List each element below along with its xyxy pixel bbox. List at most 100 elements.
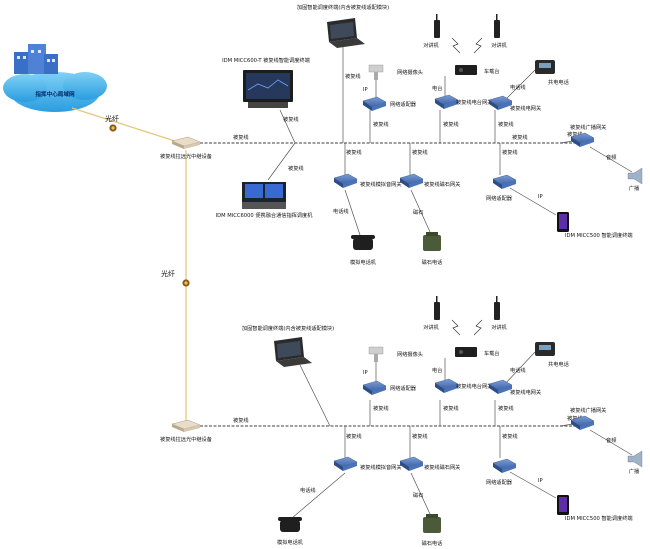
ip-adapter-label: 网络适配器 [390,100,417,108]
link-label: 磁石 [413,491,423,499]
bus-label: 被复线 [373,404,389,412]
section-2: 被复线拉远光中继设备 被复线 被复线 被复线 被复线 被复线 被复线 被复线 被… [160,296,643,547]
gateway-device [492,174,517,190]
ip-adapter-label: 网络适配器 [390,384,417,392]
connection-line [279,109,296,144]
analog-phone-label: 模拟电话机 [277,538,304,546]
laptop-label: 加固智能调度终端(内含被复线适配模块) [297,3,389,11]
rugged-laptop-icon [274,337,312,367]
radio-gw-label: 被复线电台网关 [456,382,492,390]
car-radio-icon [455,347,477,357]
analog-gw-label: 被复线模拟音网关 [360,463,402,471]
radio-label: 对讲机 [491,41,507,49]
gateway-device [488,95,513,111]
connection-line [504,351,536,385]
bus-label: 被复线 [502,432,518,440]
bus-label: 被复线 [233,133,249,141]
camera-icon [368,346,384,362]
console-label: IDM MICC6000 便携融合通信指挥调度机 [216,211,314,219]
tablet-icon [557,212,569,232]
bcast-gw-label: 被复线广播网关 [570,406,606,414]
bus-label: 被复线 [512,133,528,141]
link-label: 电话线 [300,486,316,494]
fiber-label: 光纤 [161,269,175,278]
camera-icon [368,64,384,80]
bcast-gw-label: 被复线广播网关 [570,123,606,131]
link-label: 磁石 [413,208,423,216]
rugged-terminal-label: IDM MICC600-T 被复线智能调度终端 [222,56,310,64]
micc500-label: IDM MICC500 智能调度终端 [565,231,633,239]
gateway-device [333,173,358,189]
magneto-phone-icon [423,232,441,251]
link-label: IP [363,87,368,93]
connection-line [504,69,536,101]
link-label: IP [538,194,543,200]
car-radio-label: 车载台 [484,349,500,357]
magneto-phone-icon [423,514,441,533]
analog-phone-icon [351,235,375,250]
fiber-coil-icon [182,279,190,287]
phone-gw-label: 被复线电网关 [510,104,541,112]
car-radio-label: 车载台 [484,67,500,75]
console-icon [242,182,286,209]
connection-line [589,429,633,456]
rugged-terminal-icon [243,70,293,108]
bus-label: 被复线 [498,120,514,128]
speaker-label: 广播 [629,184,640,192]
speaker-label: 广播 [629,467,640,475]
repeater-label: 被复线拉远光中继设备 [160,435,213,443]
micc500-label: IDM MICC500 智能调度终端 [565,514,633,522]
gateway-device [399,173,424,189]
radio-label: 对讲机 [423,323,439,331]
building-icon [14,44,58,74]
gateway-device [333,456,358,472]
bus-label: 被复线 [502,148,518,156]
section-1: 被复线拉远光中继设备 被复线 被复线 被复线 被复线 被复线 被复线 被复线 被… [160,3,643,266]
link-label: 音频 [606,153,617,161]
link-label: 电话线 [510,83,526,91]
fiber-label: 光纤 [105,114,119,123]
bus-label: 被复线 [443,404,459,412]
bus-label: 被复线 [233,416,249,424]
fiber-link-cloud [71,107,179,143]
ip-phone-icon [535,60,555,74]
camera-label: 网络摄像头 [397,350,423,358]
radio-icon [494,296,500,320]
link-label: 音频 [606,436,617,444]
repeater-label: 被复线拉远光中继设备 [160,152,213,160]
radio-icon [494,14,500,38]
link-label: 电话线 [510,366,526,374]
car-radio-icon [455,65,477,75]
bus-label: 被复线 [345,72,361,80]
link-label: 电台 [432,84,442,92]
analog-phone-label: 模拟电话机 [350,258,377,266]
wireless-icon [473,319,483,336]
radio-label: 对讲机 [491,323,507,331]
bus-label: 被复线 [412,432,428,440]
net-adapter-label: 网络适配器 [486,478,513,486]
ip-phone-label: 共电电话 [548,78,569,86]
repeater-device [171,419,201,432]
connection-line [410,472,431,515]
analog-phone-icon [278,517,302,532]
phone-gw-label: 被复线电网关 [510,388,541,396]
bus-label: 被复线 [412,148,428,156]
connection-line [344,189,361,236]
tablet-icon [557,495,569,515]
link-label: IP [363,370,368,376]
bus-label: 被复线 [346,432,362,440]
gateway-device [488,379,513,395]
connection-line [509,471,557,499]
cloud-label: 指挥中心局域网 [35,90,75,98]
mag-gw-label: 被复线磁石网关 [424,463,460,471]
bus-label: 被复线 [346,148,362,156]
camera-label: 网络摄像头 [397,68,423,76]
analog-gw-label: 被复线模拟音网关 [360,180,402,188]
mag-gw-label: 被复线磁石网关 [424,180,460,188]
magneto-phone-label: 磁石电话 [422,539,443,547]
bus-label: 被复线 [443,120,459,128]
connection-line [410,189,431,233]
bus-label: 被复线 [567,130,583,138]
gateway-device [492,458,517,474]
